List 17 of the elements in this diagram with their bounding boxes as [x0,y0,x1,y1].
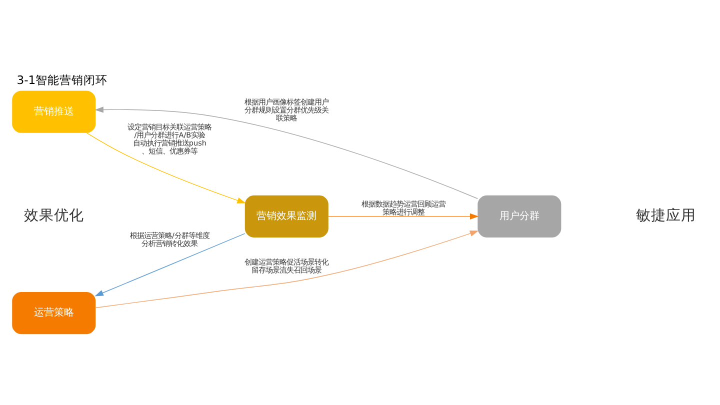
edge-label: 根据运营策略/分群等维度分析营销转化效果 [130,230,210,248]
label: 效果优化 [24,208,84,224]
node-box: 营销效果监测 [244,194,328,237]
arrow [96,230,479,308]
arrow [94,232,246,296]
edge-label: 设定营销目标关联运营策略/用户分群进行A/B实验自动执行营销推送push、短信、优惠券等 [128,122,212,155]
node-box: 用户分群 [478,194,562,237]
diagram-title: 3-1智能营销闭环 [16,72,108,87]
node-box: 运营策略 [12,291,96,334]
edge-label: 根据用户画像标签创建用户分群规则设置分群优先级关联策略 [244,97,329,122]
arrow [86,132,246,203]
arrow [94,106,478,198]
node-box: 营销推送 [12,90,96,132]
arrow [328,212,479,219]
edge-label: 创建运营策略促活场景转化留存场景流失召回场景 [244,256,329,274]
label: 敏捷应用 [636,208,696,224]
edge-label: 根据数据趋势运营回顾运营策略进行调整 [362,198,446,216]
